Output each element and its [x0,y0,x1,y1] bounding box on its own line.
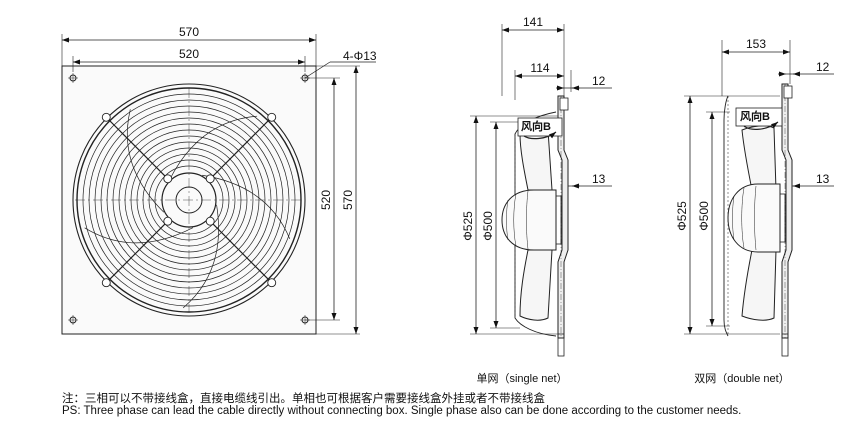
spoke-mount-point [101,278,111,288]
guard-outer-ring [72,83,306,317]
double-net-side-view [684,40,834,357]
mount-holes-label: 4-Φ13 [343,49,377,63]
dim-height-holes: 520 [319,190,333,210]
dim-height-overall: 570 [341,190,355,210]
spoke-mount-point [101,112,111,122]
single-connection-box [559,97,569,111]
double-diameter-inner: Φ500 [697,201,711,231]
single-depth-body: 114 [530,61,549,75]
guard-spoke [207,218,273,284]
hub-bolt [205,174,215,184]
hub-bolts [163,174,215,226]
hub-bolt [205,216,215,226]
double-diameter-outer: Φ525 [675,201,689,231]
guard-spoke [105,116,171,182]
dim-width-holes: 520 [179,47,199,61]
double-plate-thickness: 12 [816,60,830,74]
dim-width-overall: 570 [179,25,199,39]
fan-blades [84,109,291,309]
guard-spoke [207,116,273,182]
mount-hole-leader [304,61,331,79]
motor-hub [161,172,217,228]
single-diameter-outer: Φ525 [461,211,475,241]
single-plate-thickness: 12 [592,74,606,88]
double-mount-plate [781,83,793,339]
hub-bolt [163,174,173,184]
single-airflow-arrow [523,131,557,140]
single-motor [501,189,557,251]
guard-spokes [101,112,277,288]
hub-bolt [163,216,173,226]
mount-holes [68,73,310,325]
guard-spoke [105,218,171,284]
fan-blade-edge [127,109,165,213]
double-net-caption: 双网（double net） [694,372,789,385]
spoke-mount-point [267,278,277,288]
single-net-side-view [470,24,612,357]
single-diameter-inner: Φ500 [481,211,495,241]
note-chinese: 注：三相可以不带接线盒，直接电缆线引出。单相也可根据客户需要接线盒外挂或者不带接… [62,393,545,405]
double-connection-box [783,85,793,99]
front-view [61,34,376,335]
double-hub-gap: 13 [816,172,830,186]
spoke-mount-point [267,112,277,122]
double-airflow-label: 风向B [740,109,770,123]
single-net-caption: 单网（single net） [476,372,567,385]
double-motor [727,183,781,253]
fan-blade-edge [169,115,258,181]
double-blade-lower [741,249,777,321]
double-front-guard [723,95,729,337]
fan-blade-edge [202,174,291,239]
double-blade-upper [741,125,777,191]
double-depth-overall: 153 [746,37,766,51]
note-english: PS: Three phase can lead the cable direc… [62,405,742,417]
single-depth-overall: 141 [523,15,543,29]
double-airflow-arrow [743,121,779,130]
fan-blade-edge [84,227,194,244]
fan-blade-edge [182,204,219,309]
single-hub-gap: 13 [592,172,606,186]
single-blade-lower [519,249,553,321]
single-airflow-label: 风向B [521,119,551,133]
